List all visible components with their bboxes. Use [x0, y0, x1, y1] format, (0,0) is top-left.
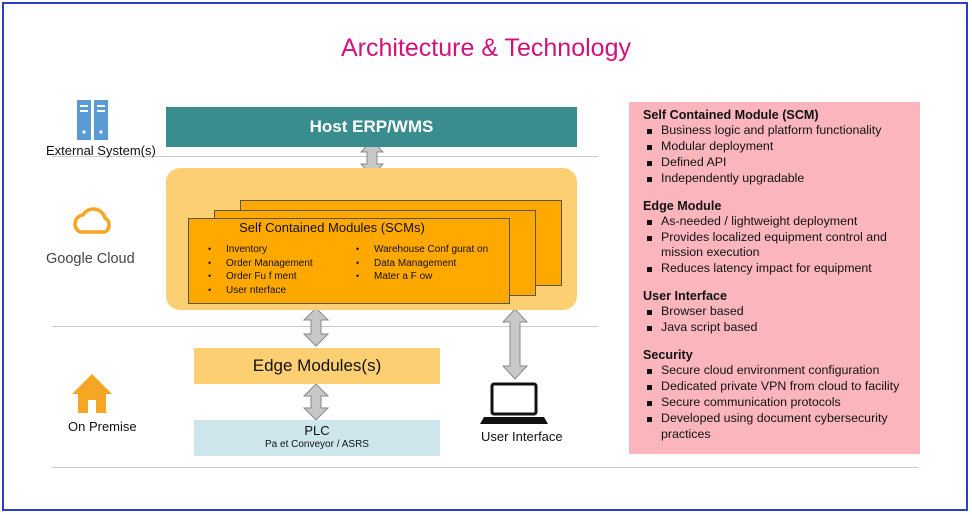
- server-rack-icon: [77, 100, 108, 140]
- tier-label-premise: On Premise: [68, 419, 137, 434]
- panel-item: Modular deployment: [643, 139, 910, 155]
- panel-item: Independently upgradable: [643, 171, 910, 187]
- arrow-edge-plc: [302, 383, 330, 421]
- info-panel: Self Contained Module (SCM) Business log…: [629, 102, 920, 454]
- panel-item: Browser based: [643, 304, 910, 320]
- panel-item: Java script based: [643, 320, 910, 336]
- tier-label-external: External System(s): [46, 143, 156, 158]
- panel-item: Reduces latency impact for equipment: [643, 261, 910, 277]
- divider-bottom: [52, 467, 918, 468]
- scm-list-right: Warehouse Conf gurat on Data Management …: [356, 243, 488, 284]
- panel-list-security: Secure cloud environment configuration D…: [643, 363, 910, 443]
- panel-item: Provides localized equipment control and…: [643, 230, 910, 262]
- panel-heading-security: Security: [643, 348, 693, 363]
- host-erp-wms-box: Host ERP/WMS: [166, 107, 577, 147]
- panel-item: Secure communication protocols: [643, 395, 910, 411]
- panel-item: Secure cloud environment configuration: [643, 363, 910, 379]
- scm-item: Inventory: [208, 243, 313, 257]
- panel-list-scm: Business logic and platform functionalit…: [643, 123, 910, 187]
- user-interface-label: User Interface: [481, 429, 563, 444]
- arrow-cloud-edge: [302, 307, 330, 347]
- scm-item: Data Management: [356, 257, 488, 271]
- scm-title: Self Contained Modules (SCMs): [239, 220, 425, 235]
- scm-item: Warehouse Conf gurat on: [356, 243, 488, 257]
- plc-subtitle: Pa et Conveyor / ASRS: [265, 439, 369, 450]
- scm-item: Order Fu f ment: [208, 270, 313, 284]
- arrow-cloud-ui: [501, 308, 529, 380]
- panel-heading-edge: Edge Module: [643, 198, 722, 213]
- panel-list-edge: As-needed / lightweight deployment Provi…: [643, 214, 910, 278]
- tier-label-cloud: Google Cloud: [46, 251, 135, 267]
- panel-item: Developed using document cybersecurity p…: [643, 411, 910, 443]
- slide-title: Architecture & Technology: [341, 34, 631, 62]
- panel-item: Dedicated private VPN from cloud to faci…: [643, 379, 910, 395]
- panel-list-ui: Browser based Java script based: [643, 304, 910, 336]
- laptop-icon: [480, 382, 548, 424]
- google-cloud-icon: [73, 207, 111, 234]
- panel-heading-scm: Self Contained Module (SCM): [643, 108, 819, 122]
- house-icon: [72, 374, 112, 413]
- plc-title: PLC: [304, 423, 330, 438]
- scm-item: Mater a F ow: [356, 270, 488, 284]
- panel-item: Defined API: [643, 155, 910, 171]
- scm-item: Order Management: [208, 257, 313, 271]
- panel-item: Business logic and platform functionalit…: [643, 123, 910, 139]
- edge-modules-box: Edge Modules(s): [194, 348, 440, 384]
- divider-middle: [52, 326, 598, 327]
- panel-item: As-needed / lightweight deployment: [643, 214, 910, 230]
- scm-list-left: Inventory Order Management Order Fu f me…: [208, 243, 313, 297]
- divider-top: [52, 156, 598, 157]
- scm-item: User nterface: [208, 284, 313, 298]
- panel-heading-ui: User Interface: [643, 289, 727, 304]
- plc-box: PLC Pa et Conveyor / ASRS: [194, 420, 440, 456]
